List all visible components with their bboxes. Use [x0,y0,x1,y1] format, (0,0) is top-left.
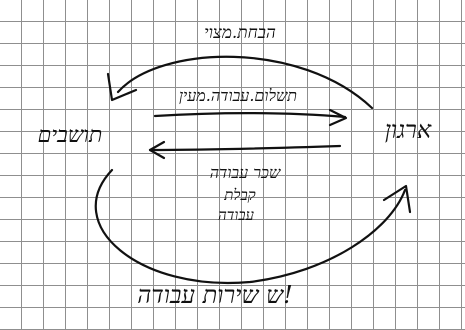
top-arc-arrow [116,55,374,110]
lower-arrowhead [148,140,166,160]
lower-arrow-label-line2: קבלת [223,186,255,204]
top-arc-label: הבחת.מצוי [204,23,276,43]
upper-arrowhead [328,108,348,127]
upper-arrow-label: תשלום.עבודה.מעין [179,86,297,105]
left-node-label: תושבים [38,123,103,148]
right-node-label: ארגון [385,116,432,144]
bottom-arc-arrow [94,168,407,285]
upper-arrow [153,112,347,119]
lower-arrow [148,144,342,152]
bottom-arc-label: ש שירות עבודה! [137,281,293,309]
lower-arrow-label: שכר עבודה [210,163,281,182]
top-arc-arrowhead [106,72,138,102]
lower-arrow-label-line3: עבודה [218,206,255,224]
bottom-arc-arrowhead [382,184,412,214]
